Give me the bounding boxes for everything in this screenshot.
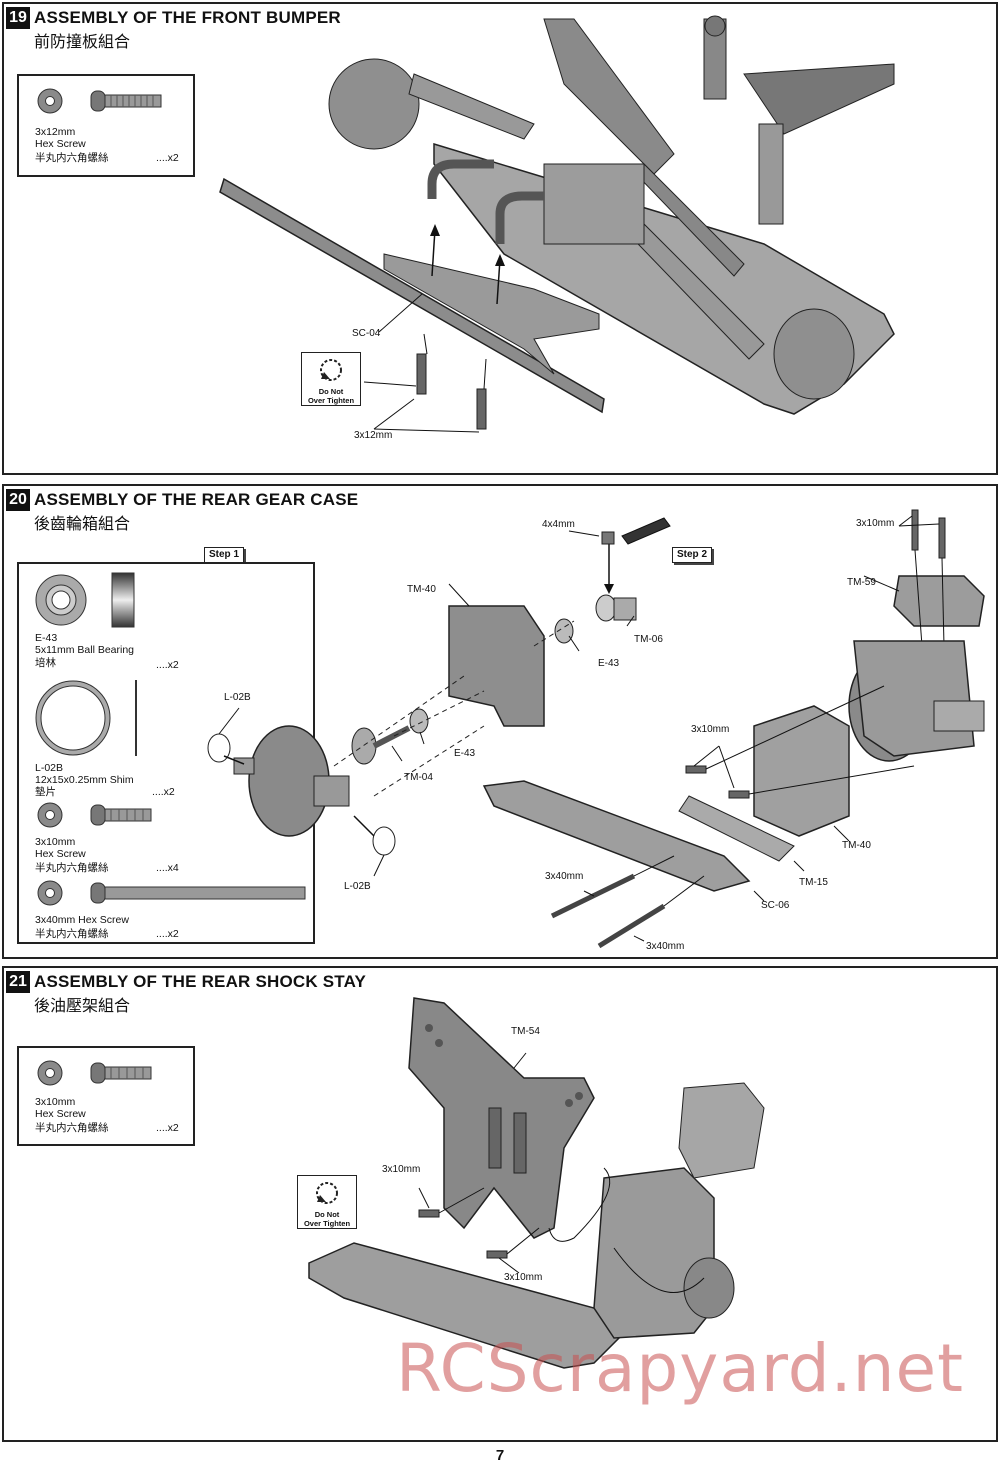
- ball-bearing-icon: [35, 574, 87, 626]
- part-name: 12x15x0.25mm Shim: [35, 774, 134, 786]
- washer-icon: [37, 802, 63, 828]
- callout-3x10mm: 3x10mm: [856, 518, 895, 529]
- tighten-arrow-icon: [316, 1182, 338, 1204]
- part-size: 3x10mm: [35, 1096, 76, 1108]
- page-number: 7: [495, 1447, 505, 1464]
- callout-3x40mm: 3x40mm: [545, 871, 584, 882]
- step-19-panel: 19 ASSEMBLY OF THE FRONT BUMPER 前防撞板組合 3…: [2, 2, 998, 475]
- part-name: 5x11mm Ball Bearing: [35, 644, 135, 656]
- part-qty: ....x2: [156, 1122, 179, 1134]
- callout-sc06: SC-06: [761, 900, 790, 911]
- warning-line1: Do Not: [314, 1210, 340, 1219]
- part-size: L-02B: [35, 762, 64, 774]
- do-not-over-tighten-badge: Do Not Over Tighten: [301, 352, 361, 406]
- callout-tm15: TM-15: [799, 877, 828, 888]
- hex-screw-icon: [90, 1062, 152, 1084]
- hex-screw-icon: [90, 804, 152, 826]
- callout-e43: E-43: [598, 658, 620, 669]
- do-not-over-tighten-badge: Do Not Over Tighten: [297, 1175, 357, 1229]
- step-subtitle: 後齒輪箱組合: [34, 516, 131, 533]
- part-name-cn: 墊片: [35, 786, 56, 798]
- callout-tm40: TM-40: [407, 584, 436, 595]
- step-title: ASSEMBLY OF THE FRONT BUMPER: [34, 8, 341, 27]
- warning-line2: Over Tighten: [303, 1219, 351, 1228]
- callout-tm59: TM-59: [847, 577, 876, 588]
- step-subtitle: 後油壓架組合: [34, 998, 131, 1015]
- callout-sc04: SC-04: [352, 328, 381, 339]
- washer-icon: [37, 1060, 63, 1086]
- step-subtitle: 前防撞板組合: [34, 34, 131, 51]
- part-name-cn: 半丸内六角螺絲: [35, 928, 109, 940]
- part-qty: ....x2: [156, 659, 179, 671]
- hex-screw-icon: [90, 90, 162, 112]
- part-size: E-43: [35, 632, 58, 644]
- callout-tm54: TM-54: [511, 1026, 540, 1037]
- step-title: ASSEMBLY OF THE REAR GEAR CASE: [34, 490, 359, 509]
- washer-icon: [37, 88, 63, 114]
- part-name-cn: 半丸内六角螺絲: [35, 862, 109, 874]
- step-number: 20: [6, 489, 30, 511]
- rear-gear-case-diagram: [207, 509, 985, 949]
- callout-e43: E-43: [454, 748, 476, 759]
- callout-4x4mm: 4x4mm: [542, 519, 575, 530]
- callout-tm04: TM-04: [404, 772, 433, 783]
- part-name: Hex Screw: [35, 138, 86, 150]
- long-hex-screw-icon: [90, 882, 306, 904]
- callout-3x10mm: 3x10mm: [504, 1272, 543, 1283]
- step-number: 21: [6, 971, 30, 993]
- callout-3x10mm: 3x10mm: [691, 724, 730, 735]
- tighten-arrow-icon: [320, 359, 342, 381]
- rear-shock-stay-diagram: [308, 997, 765, 1369]
- callout-l02b: L-02B: [344, 881, 371, 892]
- front-chassis-diagram: [219, 15, 895, 433]
- part-name-cn: 半丸内六角螺絲: [35, 152, 109, 164]
- part-qty: ....x2: [156, 152, 179, 164]
- step-21-panel: 21 ASSEMBLY OF THE REAR SHOCK STAY 後油壓架組…: [2, 966, 998, 1442]
- part-qty: ....x2: [152, 786, 175, 798]
- watermark: RCScrapyard.net: [396, 1330, 964, 1407]
- washer-icon: [37, 880, 63, 906]
- warning-line1: Do Not: [318, 387, 344, 396]
- bearing-side-icon: [111, 572, 135, 628]
- shim-side-icon: [135, 680, 137, 756]
- callout-3x12mm: 3x12mm: [354, 430, 393, 441]
- step-number: 19: [6, 7, 30, 29]
- parts-box: 3x12mm Hex Screw 半丸内六角螺絲 ....x2: [17, 74, 195, 177]
- shim-icon: [35, 680, 111, 756]
- part-size: 3x10mm: [35, 836, 76, 848]
- parts-box: 3x10mm Hex Screw 半丸内六角螺絲 ....x2: [17, 1046, 195, 1146]
- part-name-cn: 培林: [35, 657, 56, 669]
- part-qty: ....x2: [156, 928, 179, 940]
- step-title: ASSEMBLY OF THE REAR SHOCK STAY: [34, 972, 367, 991]
- warning-line2: Over Tighten: [307, 396, 355, 405]
- part-name: Hex Screw: [35, 1108, 86, 1120]
- callout-tm06: TM-06: [634, 634, 663, 645]
- callout-l02b: L-02B: [224, 692, 251, 703]
- part-name: Hex Screw: [35, 848, 86, 860]
- part-size: 3x40mm Hex Screw: [35, 914, 129, 926]
- step-20-panel: 20 ASSEMBLY OF THE REAR GEAR CASE 後齒輪箱組合…: [2, 484, 998, 959]
- callout-3x10mm: 3x10mm: [382, 1164, 421, 1175]
- part-qty: ....x4: [156, 862, 179, 874]
- part-name-cn: 半丸内六角螺絲: [35, 1122, 109, 1134]
- callout-tm40: TM-40: [842, 840, 871, 851]
- step-tag-2: Step 2: [672, 547, 713, 563]
- part-size: 3x12mm: [35, 126, 76, 138]
- callout-3x40mm: 3x40mm: [646, 941, 685, 952]
